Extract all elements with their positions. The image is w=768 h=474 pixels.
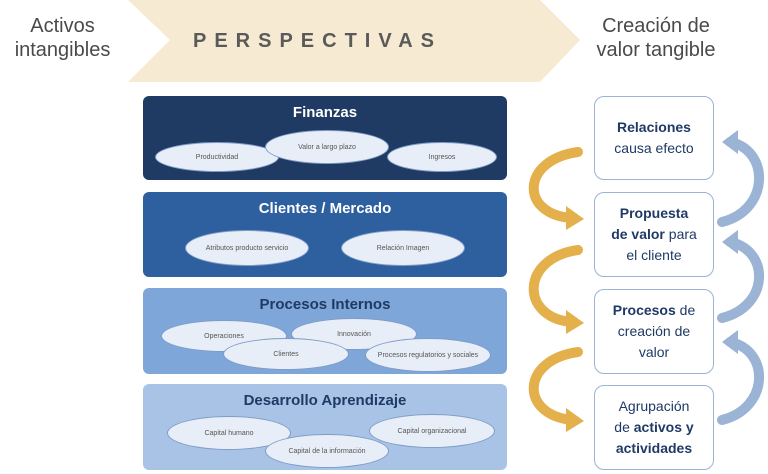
ellipse-capital-humano: Capital humano — [167, 416, 291, 450]
ellipse-valor-largo-plazo: Valor a largo plazo — [265, 130, 389, 164]
gold-arrow-3 — [528, 347, 583, 425]
value-box-2-line1: Propuesta — [619, 205, 689, 221]
right-title: Creación de valor tangible — [584, 14, 728, 62]
value-box-3-line1-bold: Procesos — [612, 302, 676, 318]
value-box-2-line2-bold: de valor — [611, 226, 665, 242]
blue-arrow-heads — [722, 130, 738, 354]
value-box-2-line3: el cliente — [626, 247, 682, 263]
layer-title-clientes: Clientes / Mercado — [258, 200, 392, 217]
layer-title-finanzas: Finanzas — [292, 104, 358, 121]
ellipse-procesos-regulatorios: Procesos regulatorios y sociales — [365, 338, 491, 372]
value-box-propuesta: Propuesta de valor para el cliente — [594, 192, 714, 277]
value-box-3-line3: valor — [638, 344, 670, 360]
ellipse-atributos: Atributos producto servicio — [185, 230, 309, 266]
value-box-procesos: Procesos de creación de valor — [594, 289, 714, 374]
value-box-4-line2-bold: activos y — [633, 419, 694, 435]
ellipse-clientes: Clientes — [223, 338, 349, 370]
value-box-4-line3: actividades — [615, 440, 693, 456]
value-box-3-line2: creación de — [617, 323, 691, 339]
left-title-line1: Activos — [30, 15, 95, 37]
gold-arrows — [528, 147, 583, 425]
right-title-line1: Creación de — [602, 15, 710, 37]
layer-title-procesos: Procesos Internos — [259, 296, 391, 313]
value-box-agrupacion: Agrupación de activos y actividades — [594, 385, 714, 470]
right-title-line2: valor tangible — [596, 39, 716, 61]
ellipse-relacion-imagen: Relación Imagen — [341, 230, 465, 266]
layer-procesos-internos: Procesos Internos Operaciones Innovación… — [143, 288, 507, 374]
banner-text: PERSPECTIVAS — [193, 30, 442, 52]
left-title-line2: intangibles — [14, 39, 111, 61]
layer-title-desarrollo: Desarrollo Aprendizaje — [243, 392, 407, 409]
value-box-2-line2-rest: para — [664, 226, 697, 242]
value-box-1-line2: causa efecto — [614, 140, 694, 156]
ellipse-productividad: Productividad — [155, 142, 279, 172]
value-box-4-line1: Agrupación — [618, 398, 690, 414]
ellipse-ingresos: Ingresos — [387, 142, 497, 172]
blue-arrow-2 — [717, 237, 765, 323]
layer-finanzas: Finanzas Productividad Ingresos Valor a … — [143, 96, 507, 180]
value-box-3-line1-rest: de — [675, 302, 696, 318]
ellipse-capital-organizacional: Capital organizacional — [369, 414, 495, 448]
value-box-4-line2-pre: de — [614, 419, 634, 435]
left-title: Activos intangibles — [0, 14, 125, 62]
blue-arrow-3 — [717, 337, 765, 425]
gold-arrow-2 — [528, 245, 583, 327]
value-box-relaciones: Relaciones causa efecto — [594, 96, 714, 180]
blue-arrows — [717, 137, 765, 425]
blue-arrow-1 — [717, 137, 765, 227]
ellipse-capital-informacion: Capital de la información — [265, 434, 389, 468]
layer-clientes-mercado: Clientes / Mercado Atributos producto se… — [143, 192, 507, 277]
gold-arrow-heads — [566, 206, 584, 432]
perspectivas-banner-arrow — [128, 0, 580, 82]
layer-desarrollo-aprendizaje: Desarrollo Aprendizaje Capital humano Ca… — [143, 384, 507, 470]
gold-arrow-1 — [528, 147, 583, 223]
value-box-1-line1: Relaciones — [617, 119, 691, 135]
